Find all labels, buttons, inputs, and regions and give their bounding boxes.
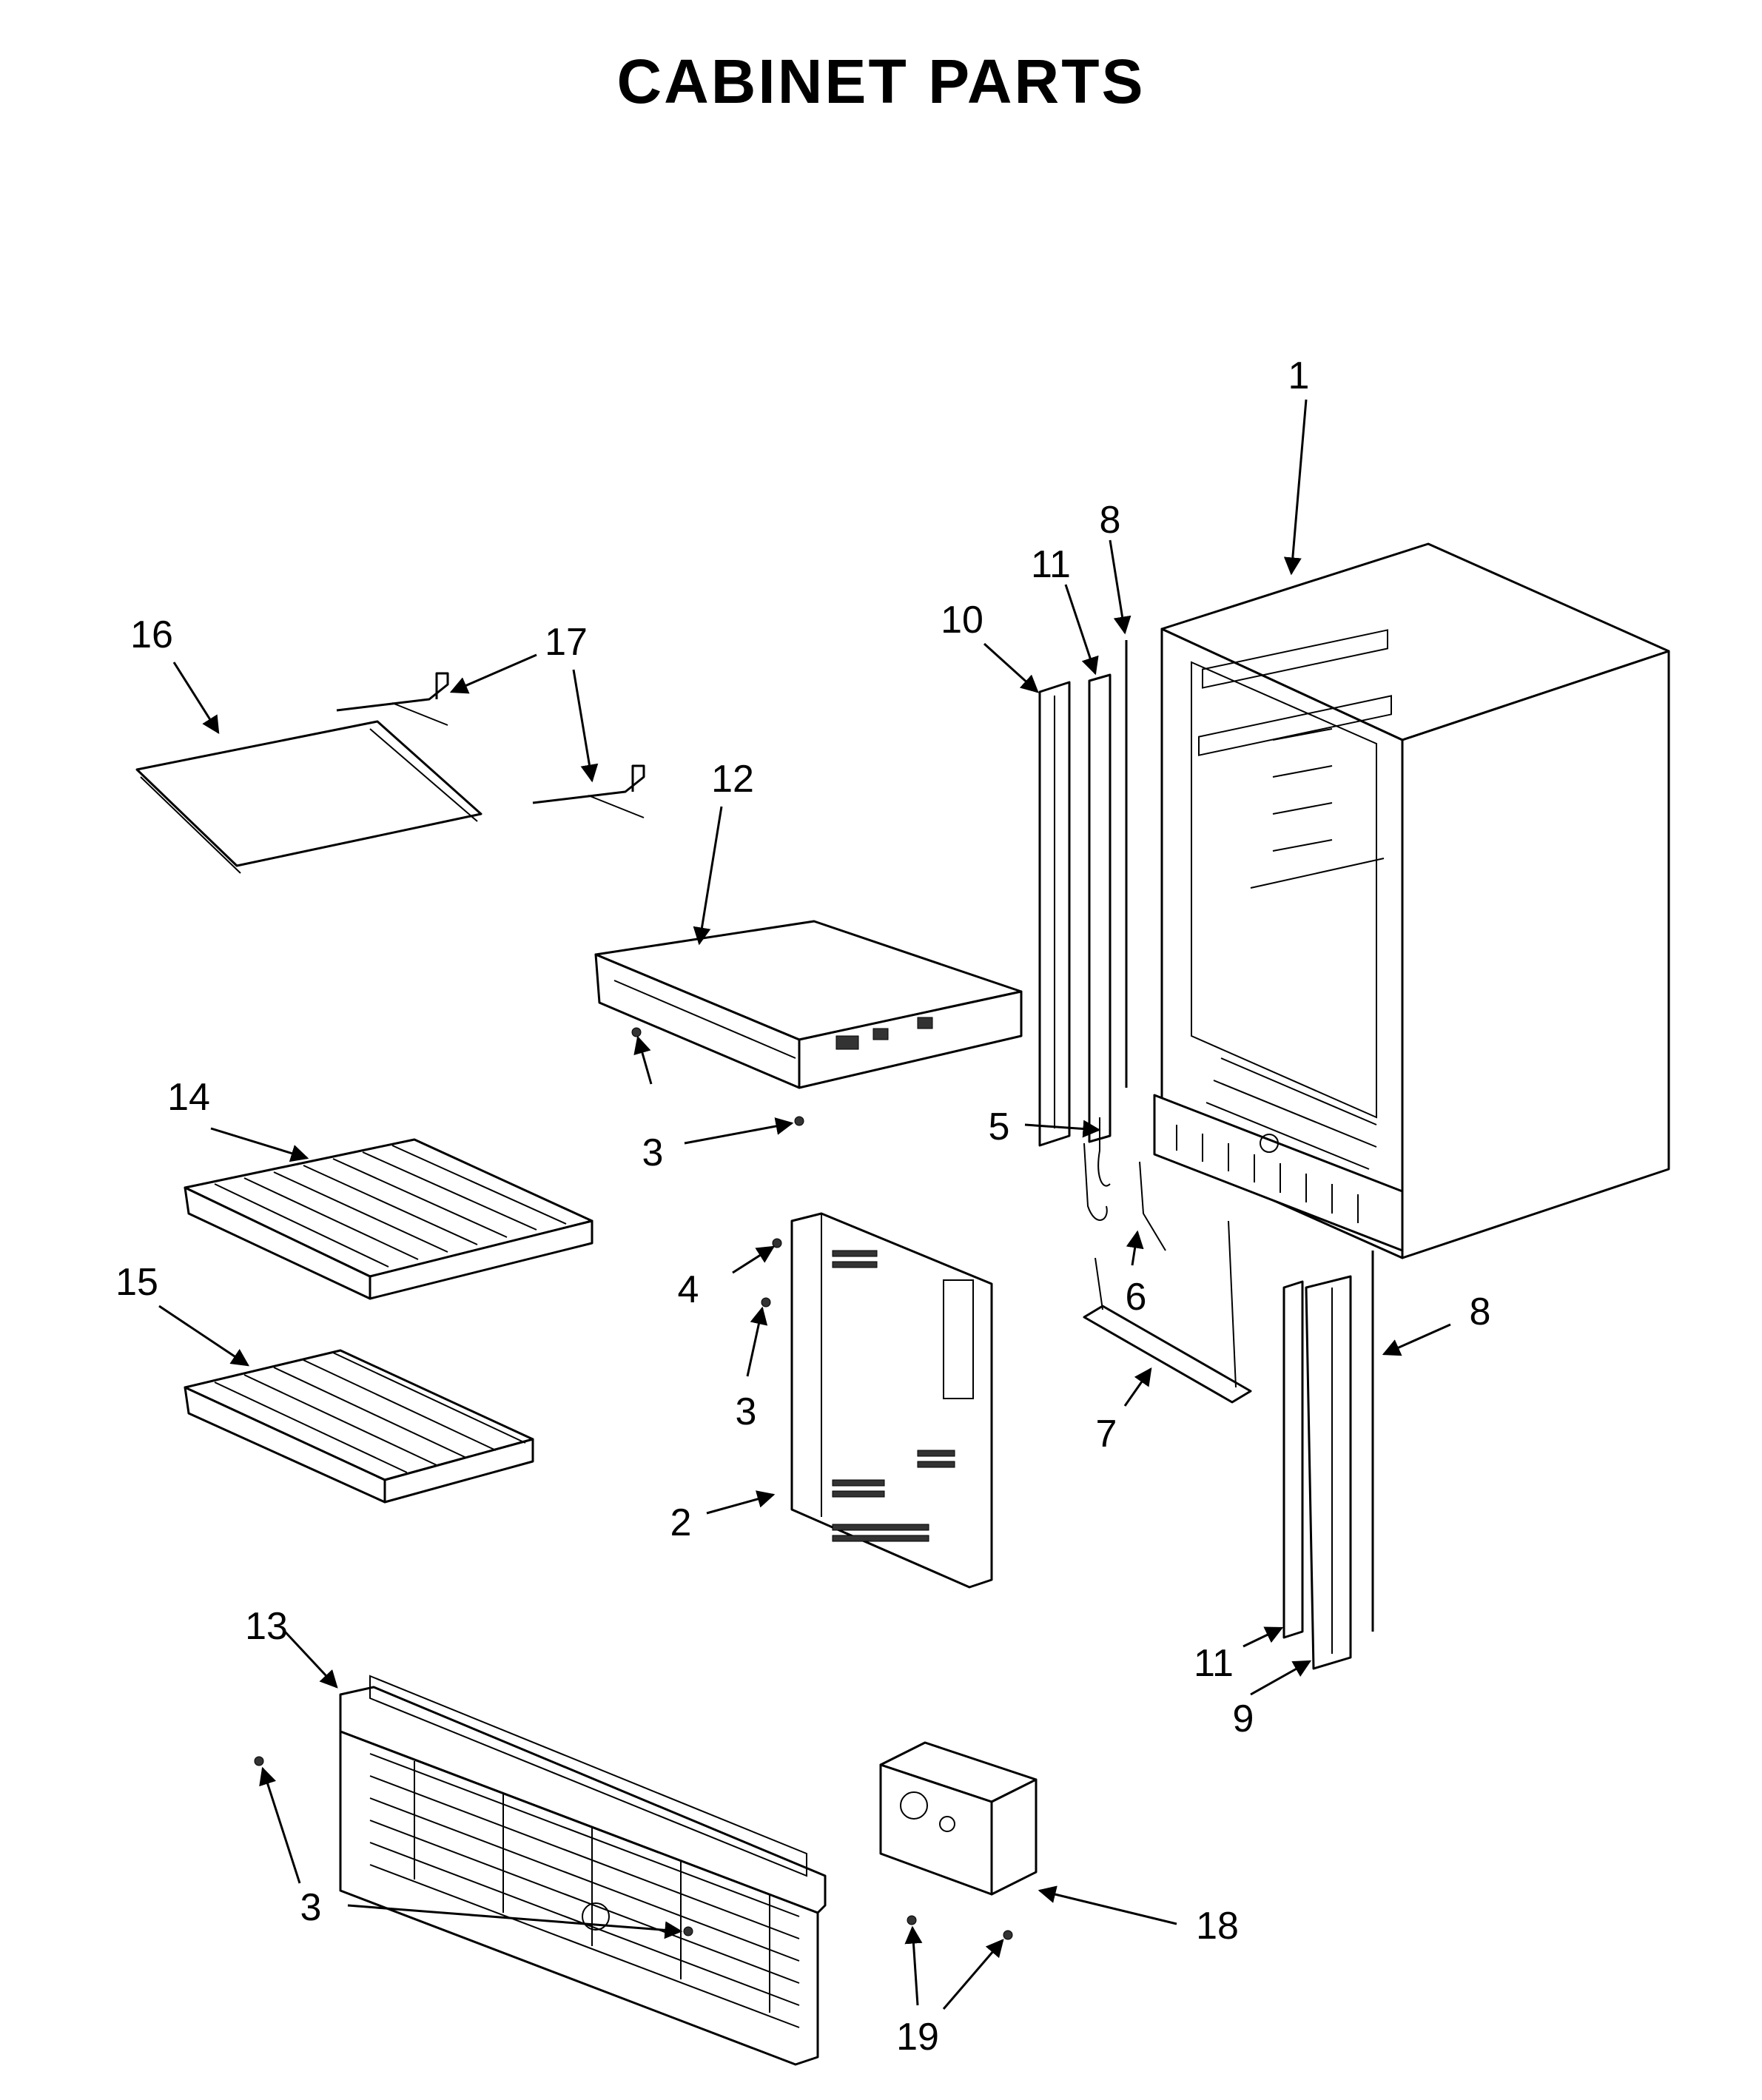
part-13-kickplate [339, 1675, 827, 2066]
callout-7: 7 [1096, 1413, 1117, 1455]
callout-labels: 1 8 11 10 16 17 12 3 5 6 7 8 11 9 14 15 … [115, 354, 1490, 2059]
part-15-wire-rack [184, 1349, 534, 1504]
callout-10: 10 [941, 599, 983, 642]
callout-11-lower: 11 [1194, 1642, 1234, 1685]
part-16-shelf [135, 720, 482, 874]
callout-16: 16 [130, 613, 173, 656]
callout-19: 19 [896, 2016, 939, 2059]
callout-8-upper: 8 [1100, 499, 1121, 542]
part-17-brackets [336, 672, 645, 818]
part-11-gasket-upper [1088, 673, 1112, 1143]
leader-lines [158, 399, 1451, 2010]
part-5-wire [1083, 1117, 1111, 1221]
screws [254, 1027, 1013, 1940]
callout-11-upper: 11 [1031, 543, 1071, 586]
callout-2: 2 [670, 1501, 692, 1544]
part-14-wire-rack [184, 1138, 594, 1300]
part-6-wire [1139, 1161, 1166, 1251]
callout-9: 9 [1233, 1697, 1254, 1740]
callout-8-lower: 8 [1470, 1290, 1491, 1333]
callout-17: 17 [545, 621, 588, 664]
part-2-rear-panel [790, 1212, 993, 1589]
callout-13: 13 [245, 1605, 288, 1648]
callout-18: 18 [1196, 1905, 1239, 1948]
part-12-control-housing [594, 920, 1023, 1089]
part-18-reservoir [879, 1741, 1038, 1896]
callout-3-upper: 3 [642, 1131, 664, 1174]
part-9-trim [1305, 1275, 1352, 1670]
callout-4: 4 [678, 1268, 699, 1311]
callout-12: 12 [711, 758, 754, 801]
part-7-light-bar [1083, 1220, 1252, 1404]
callout-3-lower: 3 [300, 1886, 322, 1929]
page-title: CABINET PARTS [616, 47, 1146, 116]
callout-3-middle: 3 [736, 1390, 757, 1433]
callout-15: 15 [115, 1261, 158, 1304]
part-10-trim [1038, 681, 1071, 1147]
part-11-gasket-lower [1282, 1280, 1304, 1639]
callout-14: 14 [167, 1076, 210, 1119]
callout-6: 6 [1126, 1276, 1147, 1319]
part-1-cabinet [1153, 542, 1670, 1259]
callout-5: 5 [989, 1105, 1010, 1148]
callout-1: 1 [1288, 354, 1310, 397]
